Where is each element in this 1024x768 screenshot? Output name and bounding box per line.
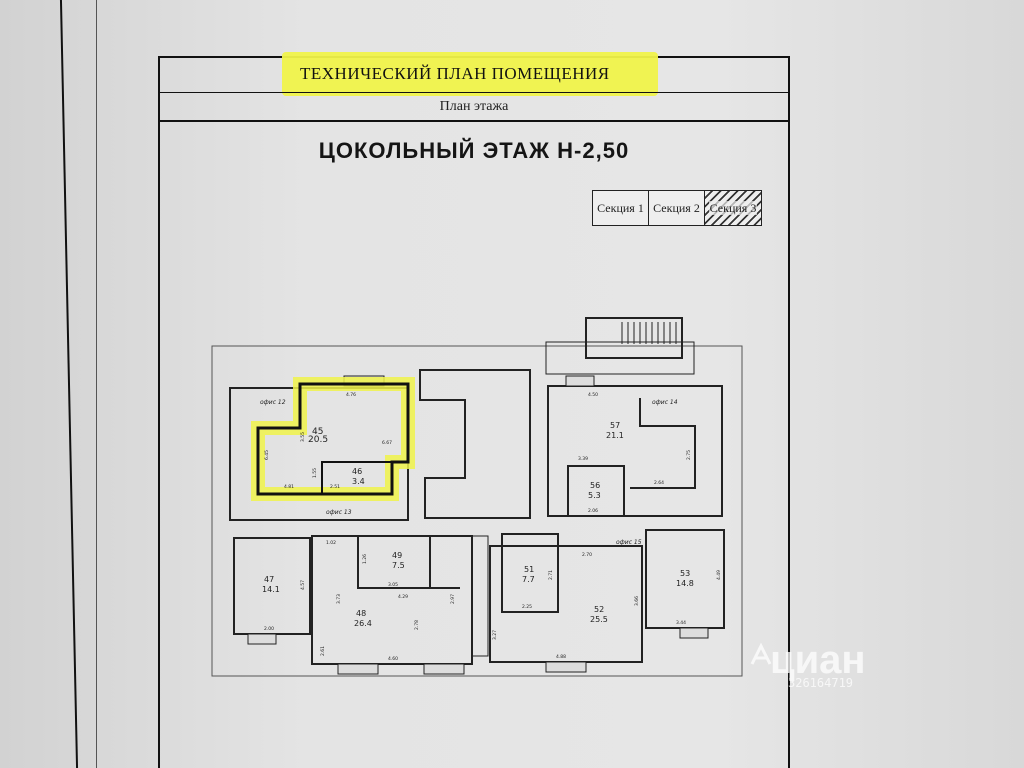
cian-logo-icon — [750, 642, 772, 665]
dimension-label: 3.44 — [676, 620, 686, 626]
room-number: 48 — [356, 609, 366, 618]
room-area: 14.1 — [262, 585, 280, 594]
dimension-label: 4.81 — [284, 484, 294, 490]
room-number: 57 — [610, 421, 620, 430]
section-legend: Секция 1 Секция 2 Секция 3 — [592, 190, 762, 226]
dimension-label: 2.61 — [320, 646, 326, 656]
selected-premises-outline — [256, 382, 410, 496]
room-number: 49 — [392, 551, 402, 560]
room-area: 14.8 — [676, 579, 694, 588]
room-number: 46 — [352, 467, 362, 476]
legend-section-3-label: Секция 3 — [708, 201, 758, 215]
office-label: офис 12 — [260, 399, 286, 406]
room-number: 56 — [590, 481, 600, 490]
dimension-label: 4.50 — [588, 392, 598, 398]
window — [565, 375, 595, 387]
room-area: 3.4 — [352, 477, 365, 486]
room-number: 52 — [594, 605, 604, 614]
dimension-label: 4.76 — [346, 392, 356, 398]
window — [679, 627, 709, 639]
room-number: 51 — [524, 565, 534, 574]
dimension-label: 6.67 — [382, 440, 392, 446]
office-label: офис 13 — [326, 509, 352, 516]
window — [337, 663, 379, 675]
dimension-label: 2.64 — [654, 480, 664, 486]
block-office-14 — [547, 385, 723, 517]
dimension-label: 2.06 — [588, 508, 598, 514]
room-area: 7.7 — [522, 575, 535, 584]
dimension-label: 1.55 — [312, 468, 318, 478]
room-area: 20.5 — [308, 435, 328, 445]
dimension-label: 3.39 — [578, 456, 588, 462]
room-number: 53 — [680, 569, 690, 578]
dimension-label: 3.05 — [388, 582, 398, 588]
subtitle-row — [160, 92, 788, 122]
title-row — [160, 58, 788, 93]
room-area: 7.5 — [392, 561, 405, 570]
dimension-label: 3.73 — [336, 594, 342, 604]
room-48-inner-wall — [429, 536, 460, 589]
left-margin-line-inner — [96, 0, 97, 768]
central-core — [419, 369, 531, 519]
stair-box — [585, 317, 683, 359]
dimension-label: 1.26 — [362, 554, 368, 564]
watermark: циан 326164719 — [748, 624, 938, 694]
dimension-label: 2.00 — [264, 626, 274, 632]
dimension-label: 2.75 — [686, 450, 692, 460]
room-area: 26.4 — [354, 619, 372, 628]
room-52-wall — [489, 545, 643, 663]
dimension-label: 4.88 — [556, 654, 566, 660]
window — [247, 633, 277, 645]
legend-section-2: Секция 2 — [649, 191, 705, 225]
window — [423, 663, 465, 675]
watermark-listing-id: 326164719 — [788, 676, 854, 690]
floor-title: ЦОКОЛЬНЫЙ ЭТАЖ Н-2,50 — [318, 138, 630, 163]
dimension-label: 2.70 — [582, 552, 592, 558]
dimension-label: 4.57 — [300, 580, 306, 590]
dimension-label: 4.60 — [388, 656, 398, 662]
office-label: офис 15 — [616, 539, 642, 546]
room-area: 25.5 — [590, 615, 608, 624]
stair-porch — [545, 341, 695, 375]
dimension-label: 2.51 — [330, 484, 340, 490]
legend-section-1: Секция 1 — [593, 191, 649, 225]
window — [545, 661, 587, 673]
document-title: ТЕХНИЧЕСКИЙ ПЛАН ПОМЕЩЕНИЯ — [300, 64, 610, 83]
legend-section-3: Секция 3 — [705, 191, 761, 225]
dimension-label: 3.27 — [492, 630, 498, 640]
room-area: 5.3 — [588, 491, 601, 500]
room-area: 21.1 — [606, 431, 624, 440]
room-56-wall — [567, 465, 625, 517]
dimension-label: 3.66 — [634, 596, 640, 606]
dimension-label: 3.55 — [300, 432, 306, 442]
room-46-wall — [321, 461, 393, 495]
dimension-label: 6.45 — [264, 450, 270, 460]
dimension-label: 2.25 — [522, 604, 532, 610]
corridor-wall — [471, 535, 489, 657]
dimension-label: 2.78 — [414, 620, 420, 630]
dimension-label: 2.71 — [548, 570, 554, 580]
room-51-wall — [501, 533, 559, 613]
dimension-label: 4.29 — [398, 594, 408, 600]
watermark-brand: циан — [770, 638, 866, 682]
document-subtitle: План этажа — [439, 99, 509, 114]
room-number: 45 — [312, 427, 323, 437]
room-number: 47 — [264, 575, 274, 584]
dimension-label: 2.97 — [450, 594, 456, 604]
plan-outer-wall — [211, 345, 743, 677]
office-label: офис 14 — [652, 399, 678, 406]
dimension-label: 4.49 — [716, 570, 722, 580]
room-57-wall — [630, 398, 696, 489]
title-highlight — [282, 52, 658, 96]
dimension-label: 1.02 — [326, 540, 336, 546]
